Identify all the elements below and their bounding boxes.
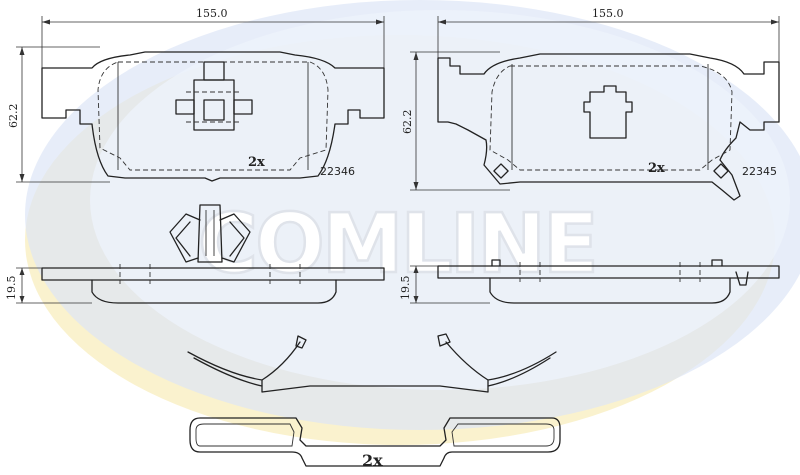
left-pad-width-label: 155.0 [196,7,228,20]
watermark-logo-text: COMLINE [198,197,596,292]
comline-watermark: COMLINE [25,0,800,445]
center-clip-spring [169,204,251,263]
right-pad-front-view: 155.0 62.2 2x 22345 [401,7,780,201]
right-pad-width-label: 155.0 [592,7,624,20]
right-pad-height-label: 62.2 [401,110,414,135]
right-pad-part-code: 22345 [742,165,777,178]
left-pad-backing-plate [41,51,385,182]
right-pad-backing-plate [437,53,780,201]
left-pad-thickness-label: 19.5 [5,276,18,301]
left-pad-part-code: 22346 [320,165,355,178]
left-pad-side-view: 19.5 [5,264,385,304]
left-pad-center-clip [175,61,253,131]
right-pad-quantity-label: 2x [648,161,665,176]
pad-retaining-clip: 2x [189,417,561,470]
watermark-inner-oval [90,10,790,390]
left-pad-quantity-label: 2x [248,155,265,170]
right-pad-side-view: 19.5 [399,259,780,304]
right-pad-thickness-label: 19.5 [399,276,412,301]
left-pad-height-label: 62.2 [7,104,20,129]
accessories-quantity-label: 2x [362,451,383,470]
anti-rattle-spring-wire [187,333,557,393]
right-pad-center-tab [583,85,633,139]
left-pad-front-view: 155.0 62.2 2x 22346 [7,7,385,183]
